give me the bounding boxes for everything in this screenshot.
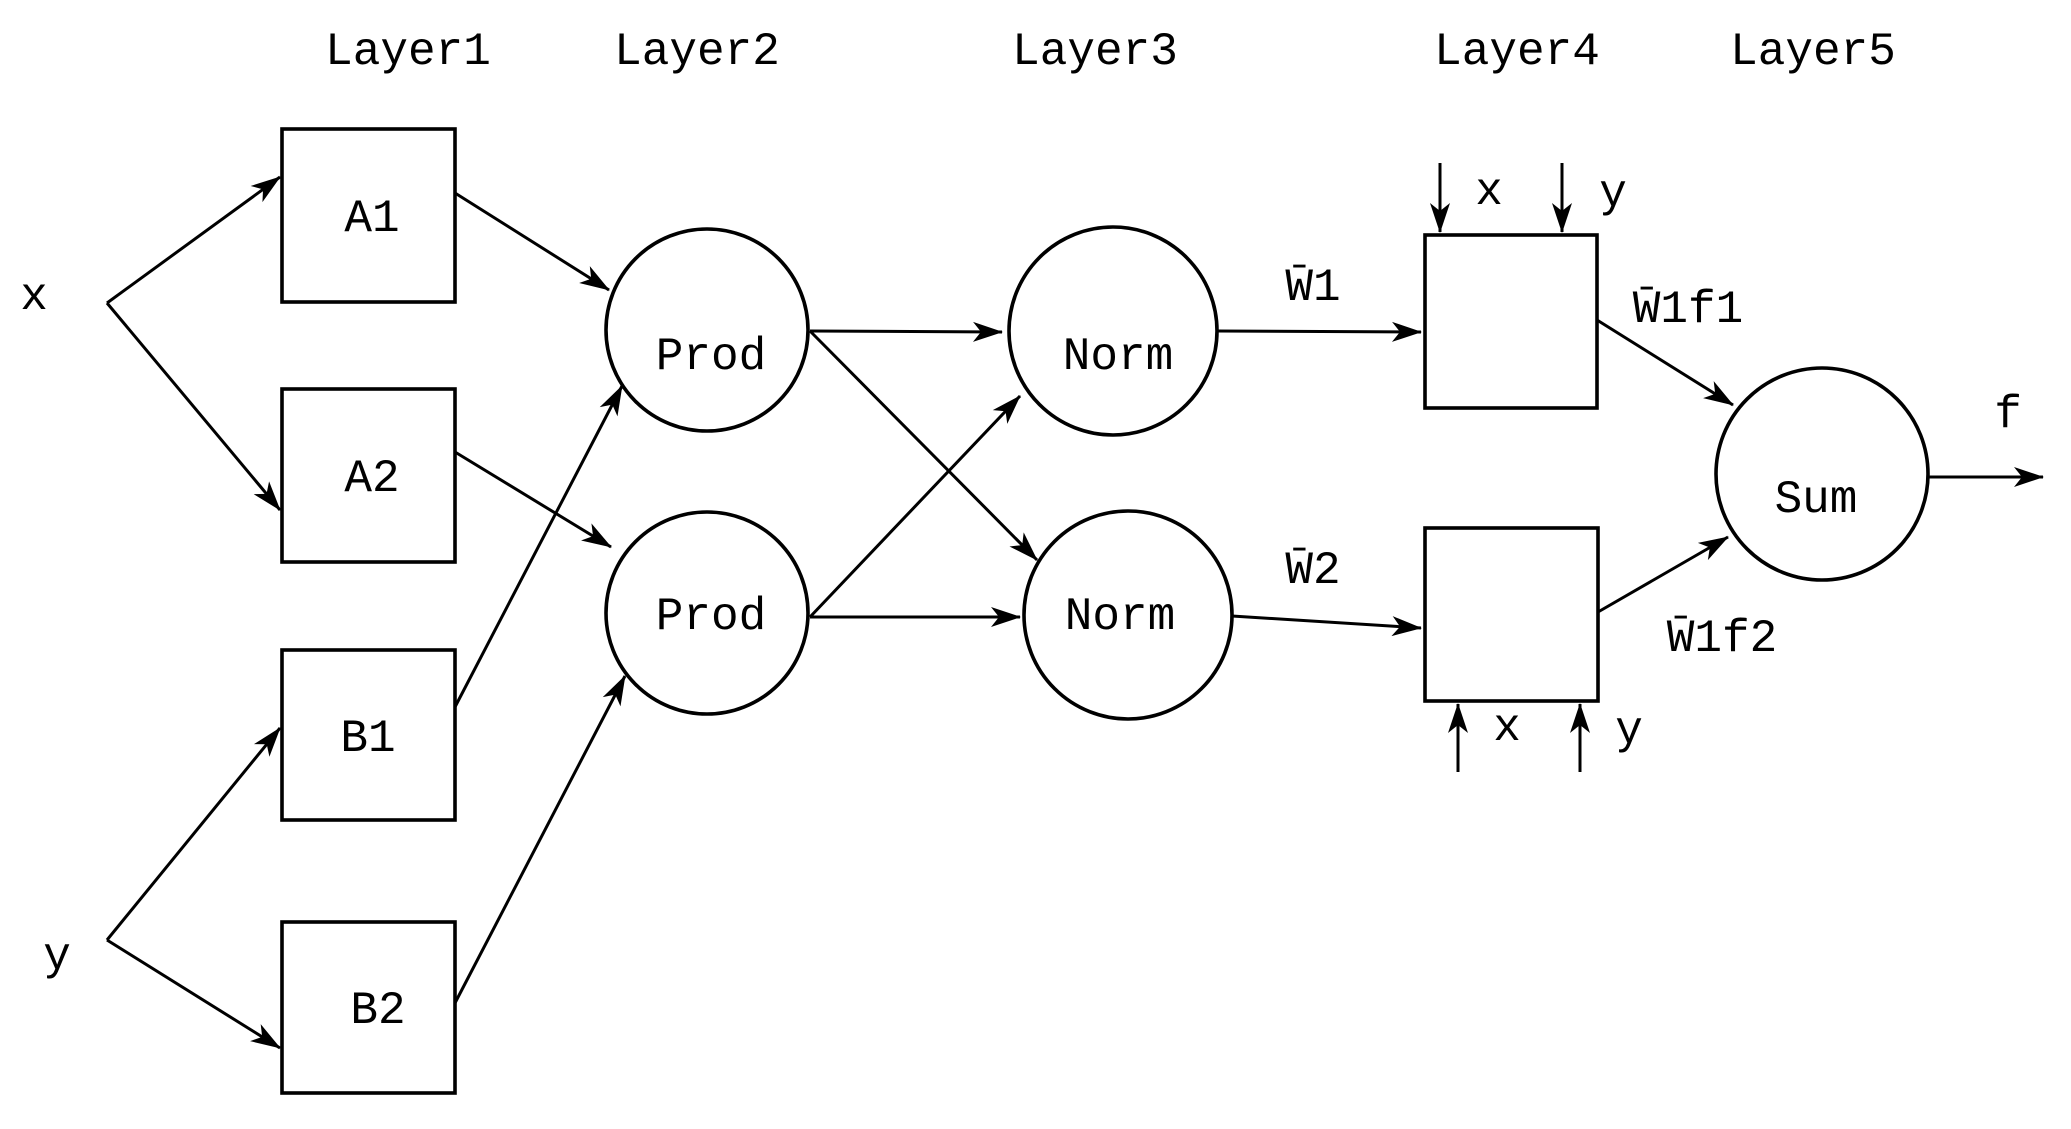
layer3-nodes: Norm Norm (1007, 225, 1234, 721)
edge-y-to-b2 (106, 938, 281, 1050)
rule1-input-y-label: y (1599, 168, 1627, 220)
edge-a2-to-prod2 (454, 450, 612, 549)
edge-y-to-b1 (105, 727, 282, 941)
node-sum-circle (1714, 366, 1930, 582)
node-b1-label: B1 (340, 713, 395, 765)
edge-rule1-to-sum (1596, 318, 1734, 407)
edge-prod1-to-norm1 (809, 321, 1003, 342)
node-prod1-circle (604, 227, 810, 433)
layer2-nodes: Prod Prod (604, 227, 810, 716)
node-prod2-label: Prod (656, 591, 766, 643)
output-f-label: f (1994, 389, 2022, 441)
layer4-nodes (1423, 233, 1600, 703)
edge-x-to-a2 (105, 302, 282, 511)
input-y-label: y (43, 931, 71, 983)
signal-w1f2-label: W̄1f2 (1667, 613, 1777, 665)
node-rule1-box (1423, 233, 1599, 410)
edge-norm1-to-rule1 (1216, 321, 1422, 342)
edge-a1-to-prod1 (454, 191, 610, 292)
node-norm2-circle (1022, 509, 1234, 721)
edge-prod1-to-norm2 (808, 329, 1039, 562)
layer1-nodes: A1 A2 B1 B2 (280, 127, 457, 1095)
node-norm2-label: Norm (1065, 591, 1175, 643)
node-a2-box (280, 387, 457, 564)
node-a1-box (280, 127, 457, 304)
node-a1-label: A1 (344, 193, 399, 245)
edge-b1-to-prod1 (453, 385, 624, 708)
node-norm1-label: Norm (1063, 331, 1173, 383)
node-prod1-label: Prod (656, 331, 766, 383)
edge-rule2-to-sum (1597, 535, 1729, 614)
signal-w1f1-label: W̄1f1 (1633, 284, 1743, 336)
node-b2-label: B2 (350, 985, 405, 1037)
layer2-header: Layer2 (614, 26, 780, 78)
rule1-input-x-label: x (1475, 166, 1503, 218)
weight-w1-label: W̄1 (1285, 262, 1340, 314)
node-b1-box (280, 648, 457, 822)
input-x-label: x (20, 271, 48, 323)
node-prod2-circle (604, 510, 810, 716)
rule2-input-y-label: y (1615, 705, 1643, 757)
edge-x-to-a1 (106, 175, 281, 305)
layer3-header: Layer3 (1012, 26, 1178, 78)
node-sum-label: Sum (1775, 474, 1858, 526)
weight-w2-label: W̄2 (1285, 545, 1340, 597)
node-a2-label: A2 (344, 453, 399, 505)
layer4-header: Layer4 (1434, 26, 1600, 78)
layer5-header: Layer5 (1730, 26, 1896, 78)
node-b2-box (280, 920, 457, 1095)
layer-headers: Layer1 Layer2 Layer3 Layer4 Layer5 (325, 26, 1896, 78)
rule2-input-x-label: x (1493, 702, 1521, 754)
layer1-header: Layer1 (325, 26, 491, 78)
layer5-node: Sum (1714, 366, 1930, 582)
edge-norm2-to-rule2 (1231, 614, 1422, 637)
node-rule2-box (1423, 526, 1600, 703)
node-norm1-circle (1007, 225, 1219, 437)
edge-prod2-to-norm1 (808, 394, 1022, 619)
edge-b2-to-prod2 (453, 675, 627, 1004)
